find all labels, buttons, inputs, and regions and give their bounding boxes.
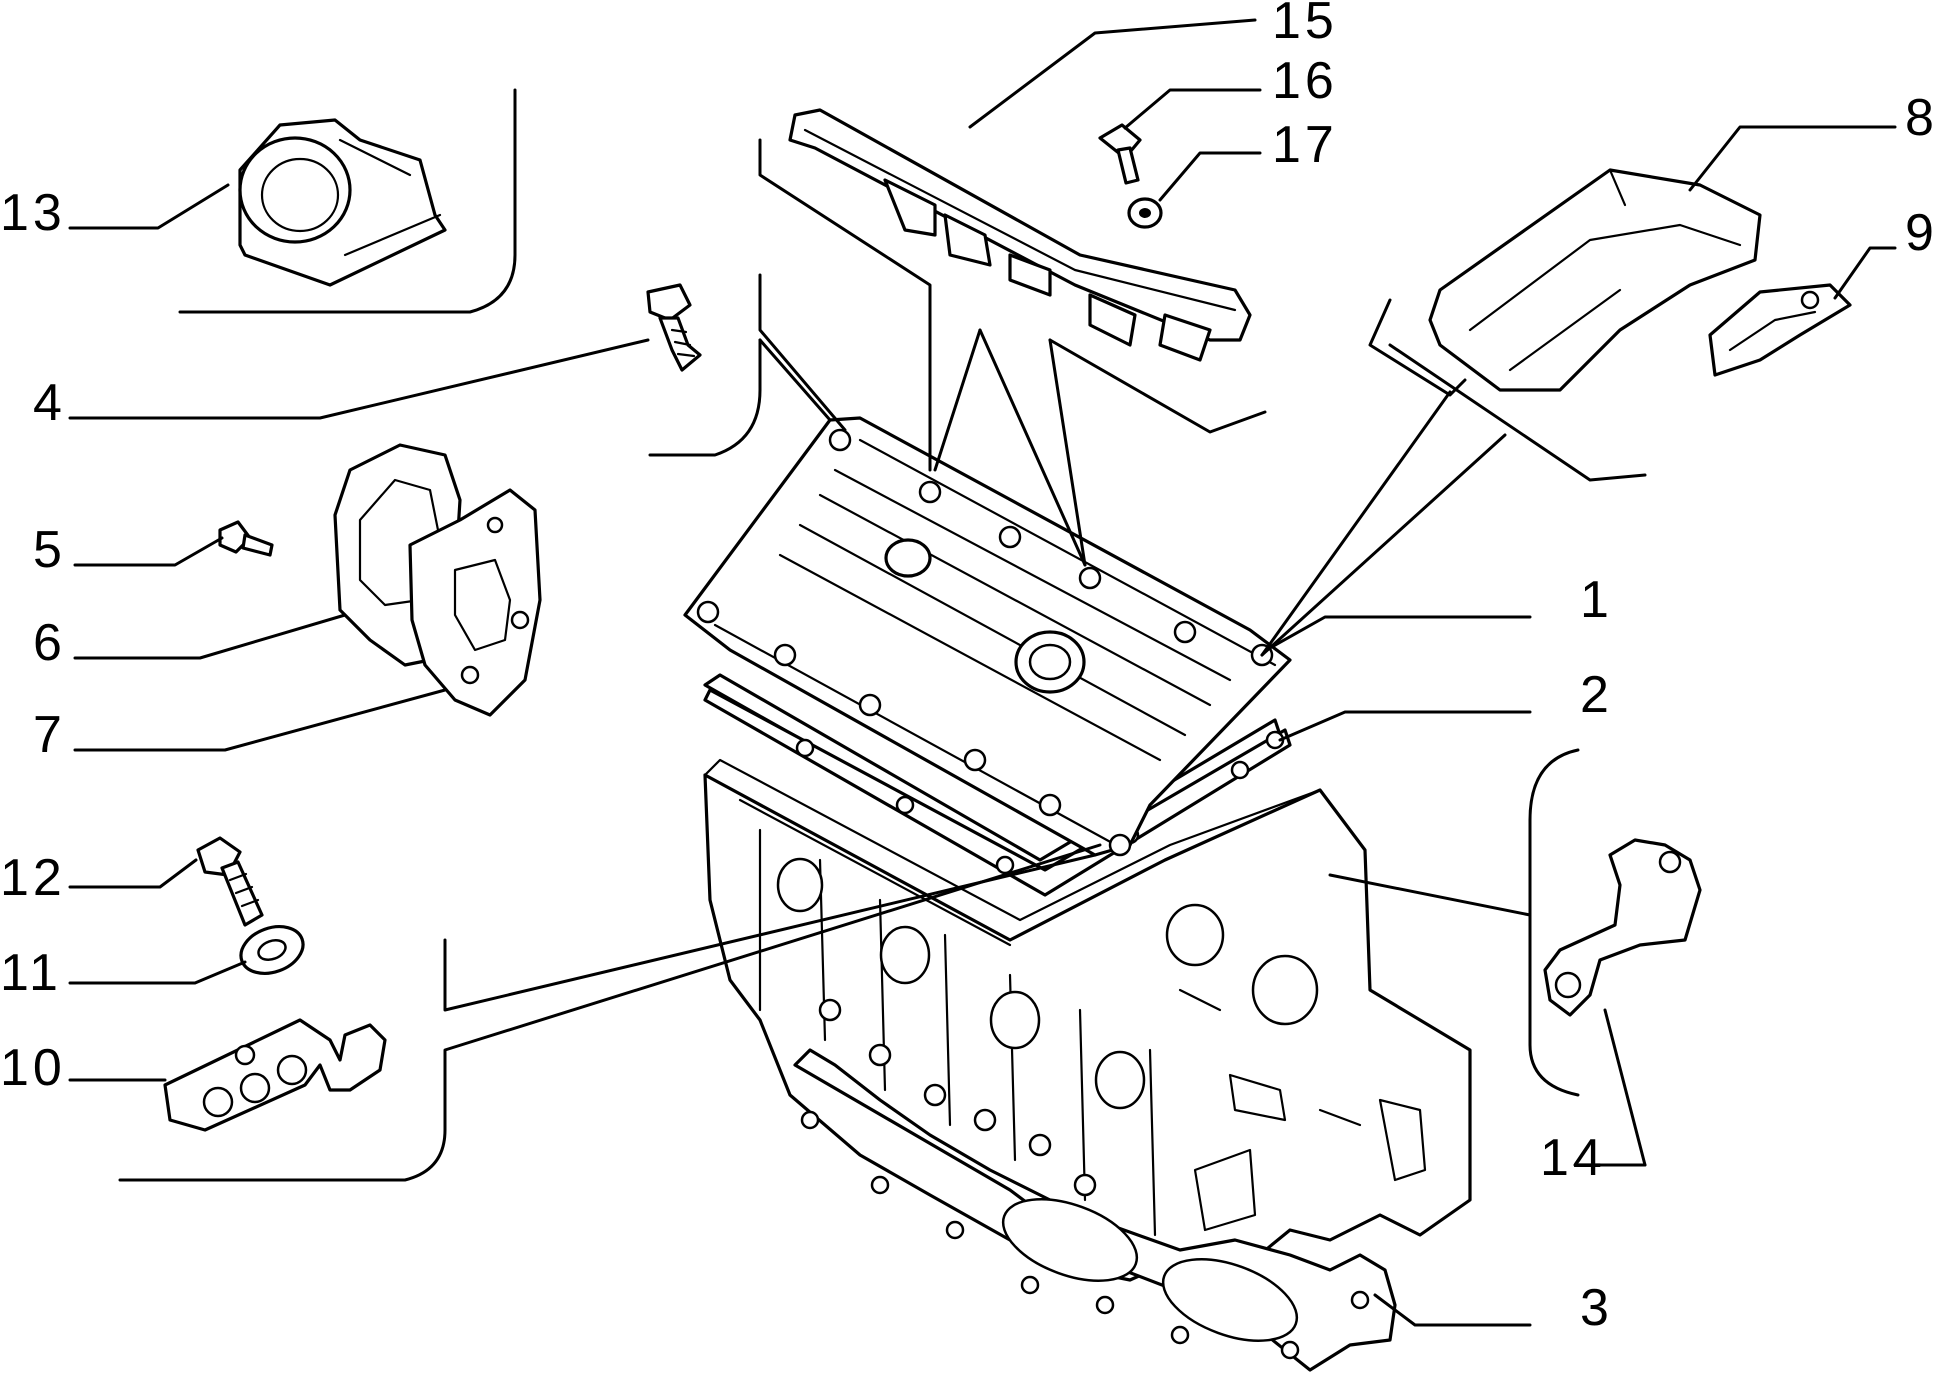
clip-9 xyxy=(1708,283,1852,377)
nut-17 xyxy=(1127,197,1163,229)
cam-cover xyxy=(683,416,1292,857)
callout-11: 11 xyxy=(0,944,62,1002)
gasket-7 xyxy=(408,488,542,717)
head-gasket xyxy=(793,1048,1397,1372)
clamp-10 xyxy=(163,1018,387,1132)
callout-3: 3 xyxy=(1580,1279,1613,1337)
callout-6: 6 xyxy=(33,614,66,672)
callout-17: 17 xyxy=(1272,116,1338,174)
callout-2: 2 xyxy=(1580,666,1613,724)
callout-7: 7 xyxy=(33,706,66,764)
callout-10: 10 xyxy=(0,1039,66,1097)
bolt-16 xyxy=(1098,123,1142,185)
callout-4: 4 xyxy=(33,374,66,432)
cap-13 xyxy=(238,118,447,287)
screw-5 xyxy=(218,520,274,557)
callout-15: 15 xyxy=(1272,0,1338,50)
callout-16: 16 xyxy=(1272,52,1338,110)
leader-lines xyxy=(68,18,1897,1327)
callout-labels: 15 16 17 8 9 13 4 5 6 7 1 2 12 11 10 14 … xyxy=(0,0,1935,1337)
callout-13: 13 xyxy=(0,184,66,242)
bolt-12 xyxy=(196,836,264,927)
screw-4 xyxy=(646,283,702,372)
cover-gasket xyxy=(703,673,1292,897)
callout-12: 12 xyxy=(0,849,66,907)
callout-9: 9 xyxy=(1905,204,1935,262)
washer-11 xyxy=(239,925,305,975)
bracket-14 xyxy=(1543,838,1702,1017)
harness-channel xyxy=(788,108,1252,362)
callout-1: 1 xyxy=(1580,571,1613,629)
callout-14: 14 xyxy=(1540,1129,1606,1187)
top-cover-8 xyxy=(1428,168,1762,392)
callout-8: 8 xyxy=(1905,89,1935,147)
callout-5: 5 xyxy=(33,521,66,579)
